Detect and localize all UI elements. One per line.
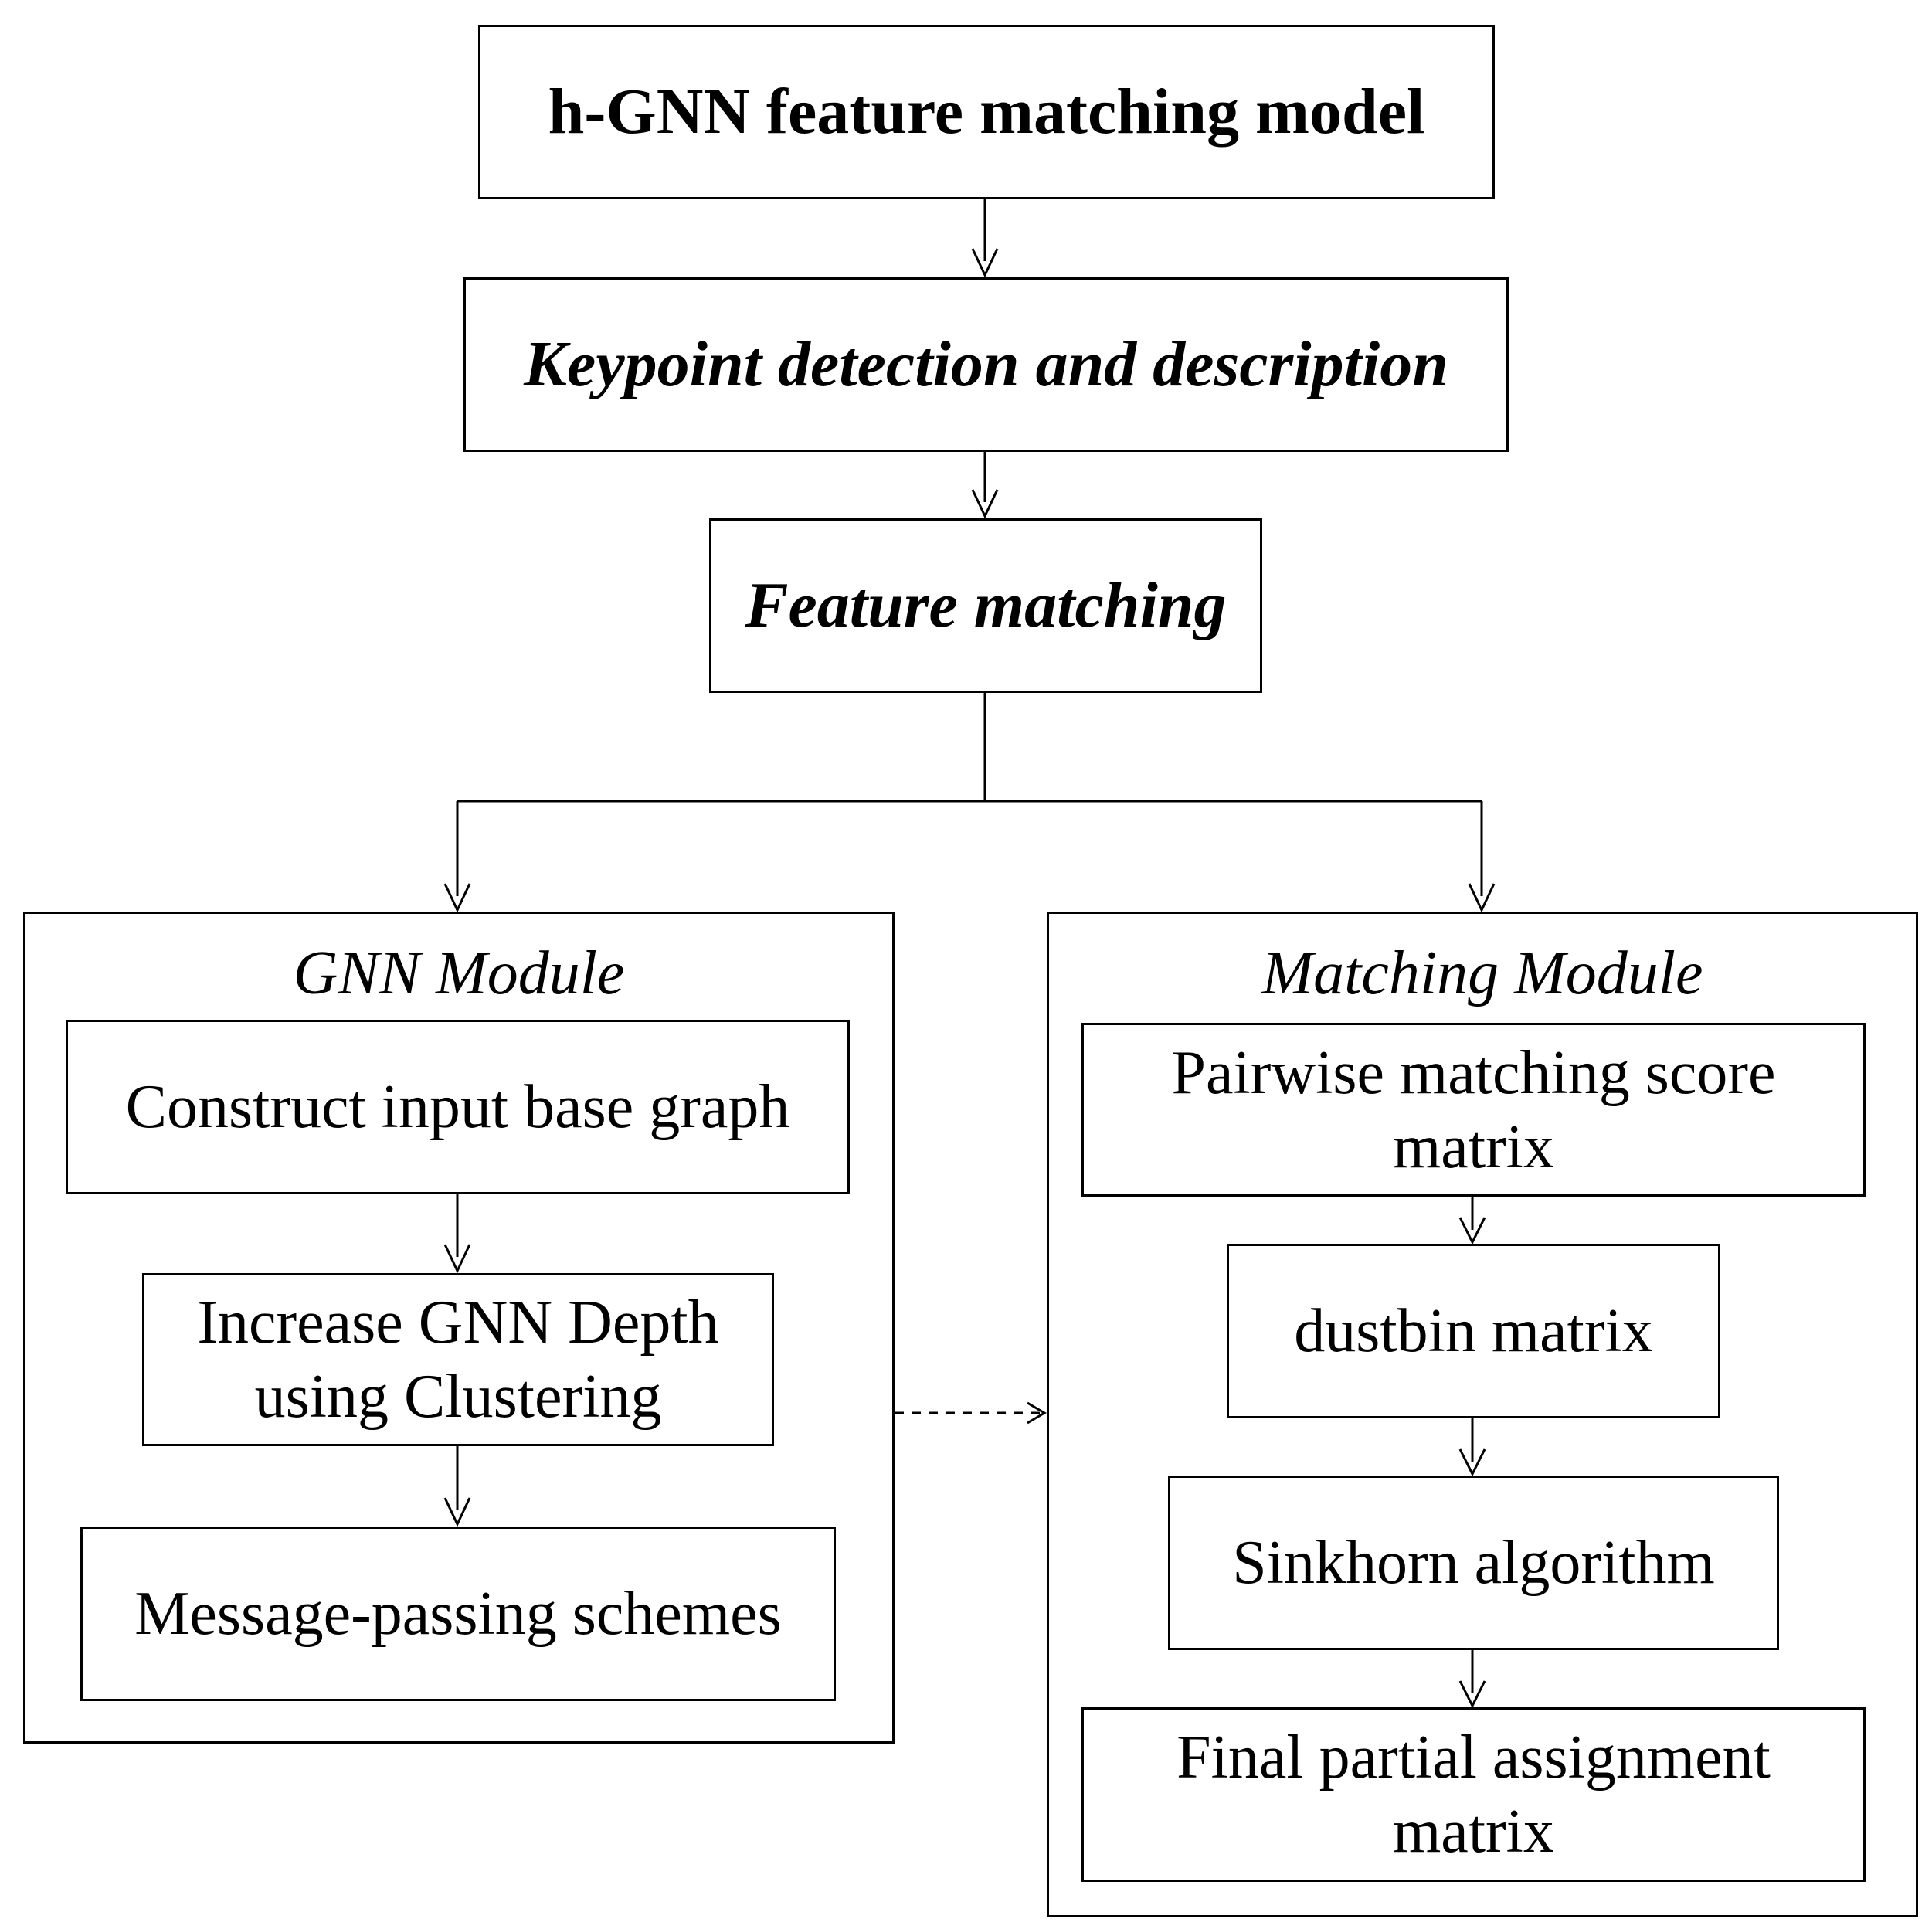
match-step-sinkhorn-label: Sinkhorn algorithm bbox=[1232, 1529, 1715, 1597]
gnn-step-construct-graph-label: Construct input base graph bbox=[125, 1073, 790, 1141]
dashed-arrow-gnn-to-matching bbox=[895, 1401, 1047, 1425]
gnn-step-increase-depth-label: Increase GNN Depth using Clustering bbox=[197, 1289, 719, 1431]
gnn-step-message-passing: Message-passing schemes bbox=[80, 1527, 836, 1701]
feature-matching-label: Feature matching bbox=[745, 569, 1227, 641]
title-box-label: h-GNN feature matching model bbox=[548, 75, 1425, 148]
arrow-gnn-step2-to-step3 bbox=[443, 1446, 471, 1527]
match-step-dustbin-label: dustbin matrix bbox=[1294, 1297, 1653, 1365]
match-step-pairwise-score-label: Pairwise matching score matrix bbox=[1171, 1038, 1776, 1181]
split-connector bbox=[443, 693, 1496, 913]
keypoint-detection-box: Keypoint detection and description bbox=[463, 277, 1509, 452]
arrow-title-to-keypoint bbox=[971, 199, 999, 278]
match-step-pairwise-score: Pairwise matching score matrix bbox=[1081, 1023, 1866, 1197]
keypoint-detection-label: Keypoint detection and description bbox=[524, 328, 1448, 400]
arrow-match-step1-to-step2 bbox=[1458, 1197, 1486, 1245]
match-step-final-assignment-label: Final partial assignment matrix bbox=[1177, 1724, 1771, 1866]
title-box: h-GNN feature matching model bbox=[478, 25, 1495, 199]
gnn-step-increase-depth: Increase GNN Depth using Clustering bbox=[142, 1273, 774, 1446]
gnn-step-message-passing-label: Message-passing schemes bbox=[134, 1580, 782, 1648]
gnn-module-container: GNN Module bbox=[23, 912, 895, 1744]
arrow-keypoint-to-feature-matching bbox=[971, 452, 999, 519]
gnn-module-title: GNN Module bbox=[293, 939, 625, 1007]
match-step-dustbin: dustbin matrix bbox=[1227, 1244, 1720, 1418]
match-step-final-assignment: Final partial assignment matrix bbox=[1081, 1707, 1866, 1882]
match-step-sinkhorn: Sinkhorn algorithm bbox=[1168, 1476, 1779, 1650]
gnn-step-construct-graph: Construct input base graph bbox=[66, 1020, 850, 1194]
arrow-match-step2-to-step3 bbox=[1458, 1418, 1486, 1477]
feature-matching-box: Feature matching bbox=[709, 518, 1262, 693]
matching-module-container: Matching Module bbox=[1047, 912, 1918, 1917]
matching-module-title: Matching Module bbox=[1261, 939, 1703, 1007]
arrow-match-step3-to-step4 bbox=[1458, 1650, 1486, 1709]
arrow-gnn-step1-to-step2 bbox=[443, 1194, 471, 1274]
